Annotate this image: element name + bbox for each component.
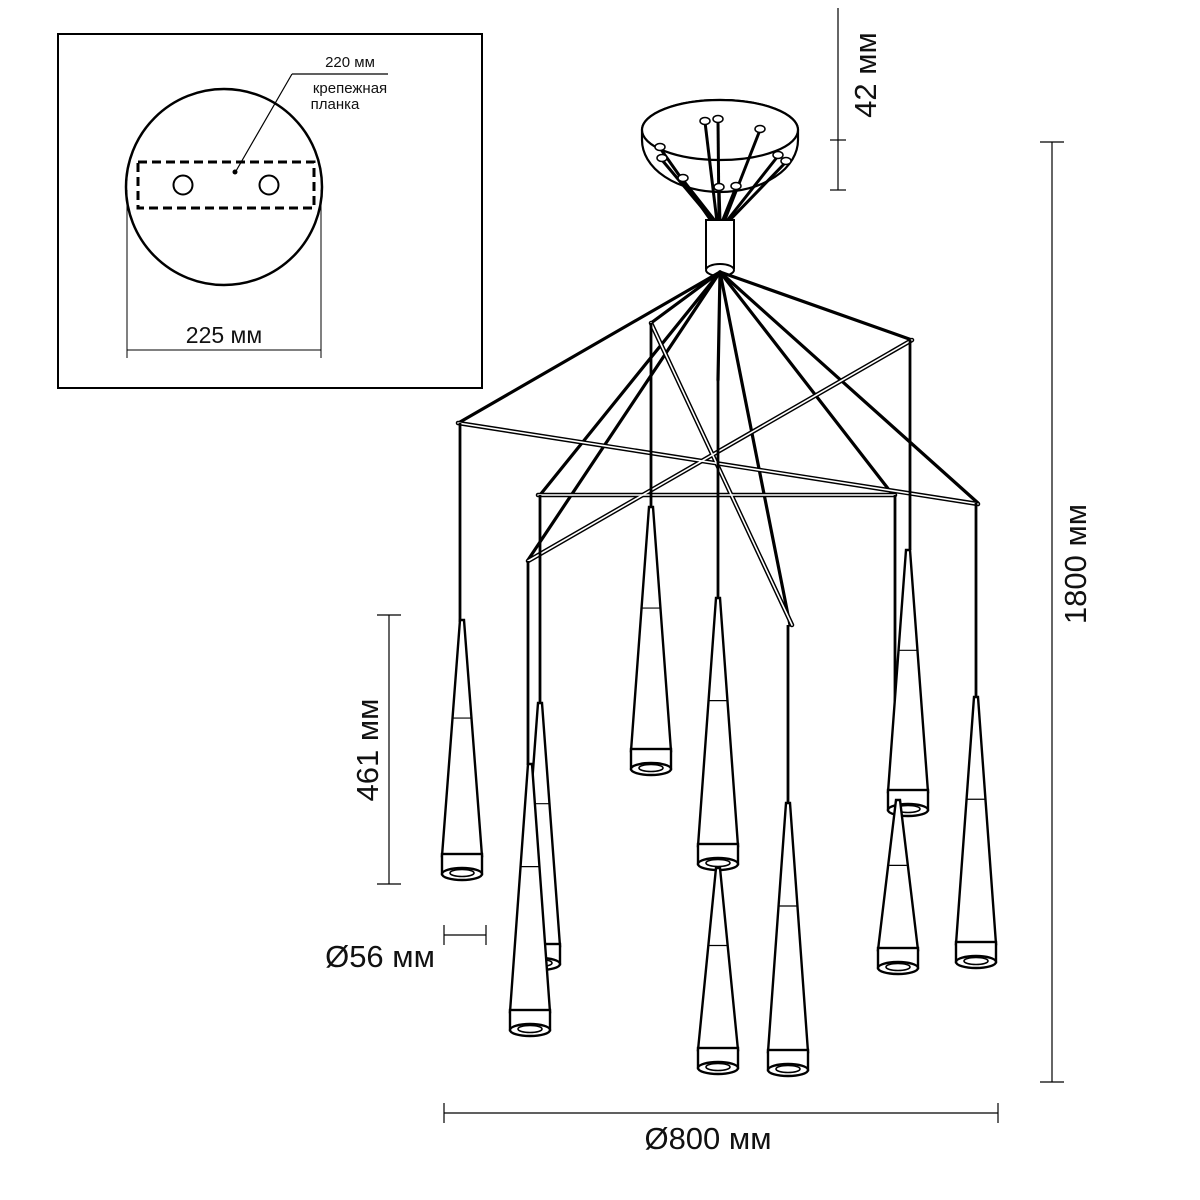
screw-hole-left	[172, 174, 194, 196]
pendant-shades	[440, 505, 998, 1078]
dimension-lines	[377, 8, 1064, 1123]
canopy-inset: 220 мм крепежная планка 225 мм	[57, 33, 483, 389]
inset-frame	[57, 33, 483, 389]
pendant-shade	[766, 801, 810, 1078]
bar-label-line1: крепежная	[313, 80, 387, 97]
pendant-shade	[440, 618, 484, 882]
suspension-cables-top	[658, 119, 788, 224]
pendant-shade	[629, 505, 673, 777]
stem-body	[705, 219, 735, 269]
total-height-label: 1800 мм	[1058, 504, 1093, 624]
ceiling-canopy	[640, 98, 800, 194]
pendant-shade	[876, 798, 920, 976]
canopy-top	[640, 98, 800, 162]
bar-label-line2: планка	[311, 96, 360, 113]
bar-leader-line	[235, 73, 293, 172]
center-stem	[705, 219, 735, 277]
canopy-circle	[124, 87, 324, 287]
shade-length-label: 461 мм	[350, 699, 385, 802]
pendant-shade	[508, 762, 552, 1038]
canopy-height-label: 42 мм	[848, 32, 883, 118]
cable-grips	[654, 114, 792, 192]
bar-width-label: 220 мм	[325, 54, 375, 71]
support-arms	[458, 270, 980, 627]
shade-diameter-label: Ø56 мм	[325, 939, 435, 974]
pendant-shade	[696, 866, 740, 1076]
mounting-bar	[136, 160, 316, 210]
cross-rods-highlight	[457, 322, 979, 626]
pendant-shade	[696, 596, 740, 872]
canopy-diameter-label: 225 мм	[186, 322, 262, 348]
screw-hole-right	[258, 174, 280, 196]
pendant-shade	[954, 695, 998, 970]
overall-diameter-label: Ø800 мм	[644, 1121, 771, 1156]
